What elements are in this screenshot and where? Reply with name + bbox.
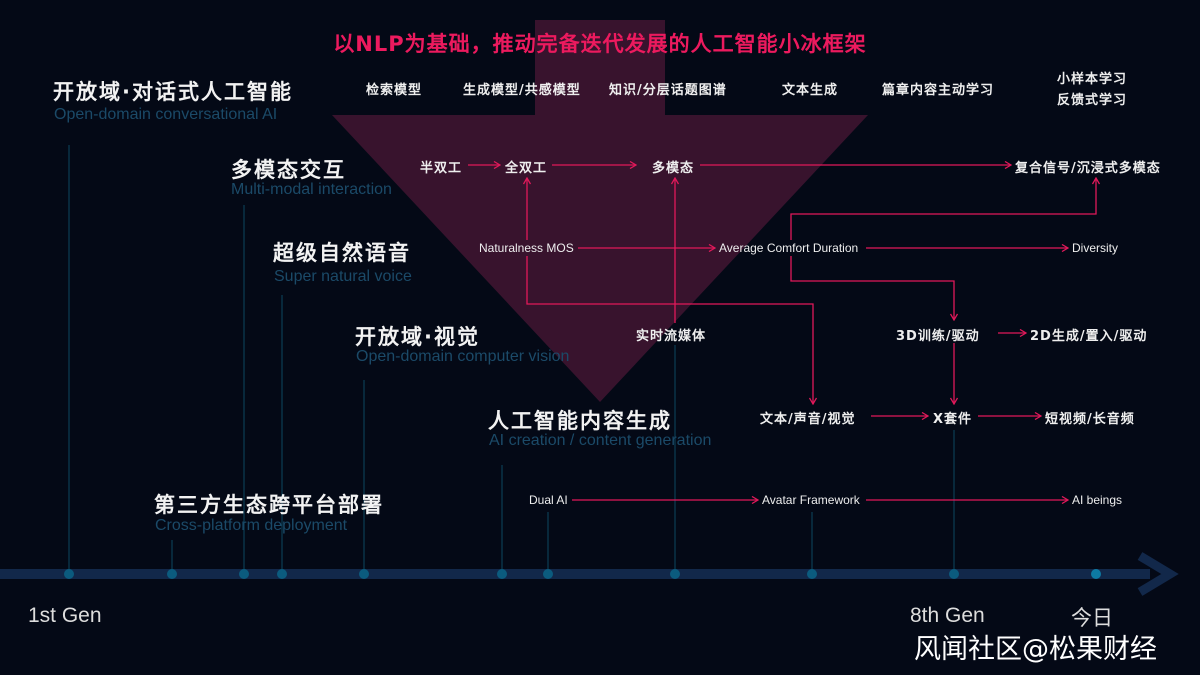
node-text-voice-vision: 文本/声音/视觉	[760, 412, 856, 427]
node-avatar-framework: Avatar Framework	[762, 493, 860, 507]
category-subtitle: Super natural voice	[274, 268, 412, 285]
timeline-today-label: 今日	[1071, 607, 1113, 630]
category-subtitle: Cross-platform deployment	[155, 517, 348, 534]
category-title: 第三方生态跨平台部署	[154, 493, 384, 517]
category-subtitle: Multi-modal interaction	[231, 181, 392, 198]
node-video-audio: 短视频/长音频	[1045, 412, 1135, 427]
nlp-item: 文本生成	[782, 83, 839, 98]
watermark: 风闻社区@松果财经	[914, 634, 1157, 665]
category-subtitle: Open-domain conversational AI	[54, 106, 278, 123]
category-title: 开放域·视觉	[355, 325, 480, 349]
timeline-stems	[68, 145, 955, 574]
nlp-item: 生成模型/共感模型	[463, 83, 581, 98]
node-average-comfort-duration: Average Comfort Duration	[719, 241, 859, 255]
nlp-item: 知识/分层话题图谱	[609, 83, 727, 98]
category-title: 人工智能内容生成	[488, 409, 672, 433]
category-title: 超级自然语音	[273, 241, 411, 265]
nlp-item: 小样本学习	[1057, 72, 1128, 87]
timeline-bar	[0, 569, 1150, 579]
node-2d: 2D生成/置入/驱动	[1030, 329, 1148, 344]
category-title: 开放域·对话式人工智能	[53, 80, 293, 104]
node-streaming: 实时流媒体	[636, 329, 707, 344]
node-ai-beings: AI beings	[1072, 493, 1123, 507]
category-subtitle: AI creation / content generation	[489, 432, 712, 449]
category-subtitle: Open-domain computer vision	[356, 348, 570, 365]
big-down-arrow	[332, 20, 868, 402]
node-diversity: Diversity	[1072, 241, 1119, 255]
node-composite-signal: 复合信号/沉浸式多模态	[1015, 161, 1161, 176]
nlp-item: 反馈式学习	[1057, 93, 1128, 108]
nlp-item: 检索模型	[366, 83, 423, 98]
timeline-start-label: 1st Gen	[28, 604, 102, 627]
nlp-item: 篇章内容主动学习	[882, 83, 995, 98]
node-dual-ai: Dual AI	[529, 493, 568, 507]
node-full-duplex: 全双工	[505, 161, 548, 176]
node-multimodal: 多模态	[652, 161, 695, 176]
diagram-title: 以NLP为基础，推动完备迭代发展的人工智能小冰框架	[333, 32, 867, 56]
timeline-arrowhead	[1137, 552, 1179, 596]
timeline-8th-gen-label: 8th Gen	[910, 604, 985, 627]
category-title: 多模态交互	[231, 158, 346, 182]
timeline-dots	[64, 569, 1101, 579]
flow-arrows	[468, 165, 1096, 500]
node-3d: 3D训练/驱动	[896, 329, 980, 344]
node-x-kit: X套件	[933, 412, 973, 427]
node-naturalness-mos: Naturalness MOS	[479, 241, 574, 255]
node-half-duplex: 半双工	[420, 161, 463, 176]
